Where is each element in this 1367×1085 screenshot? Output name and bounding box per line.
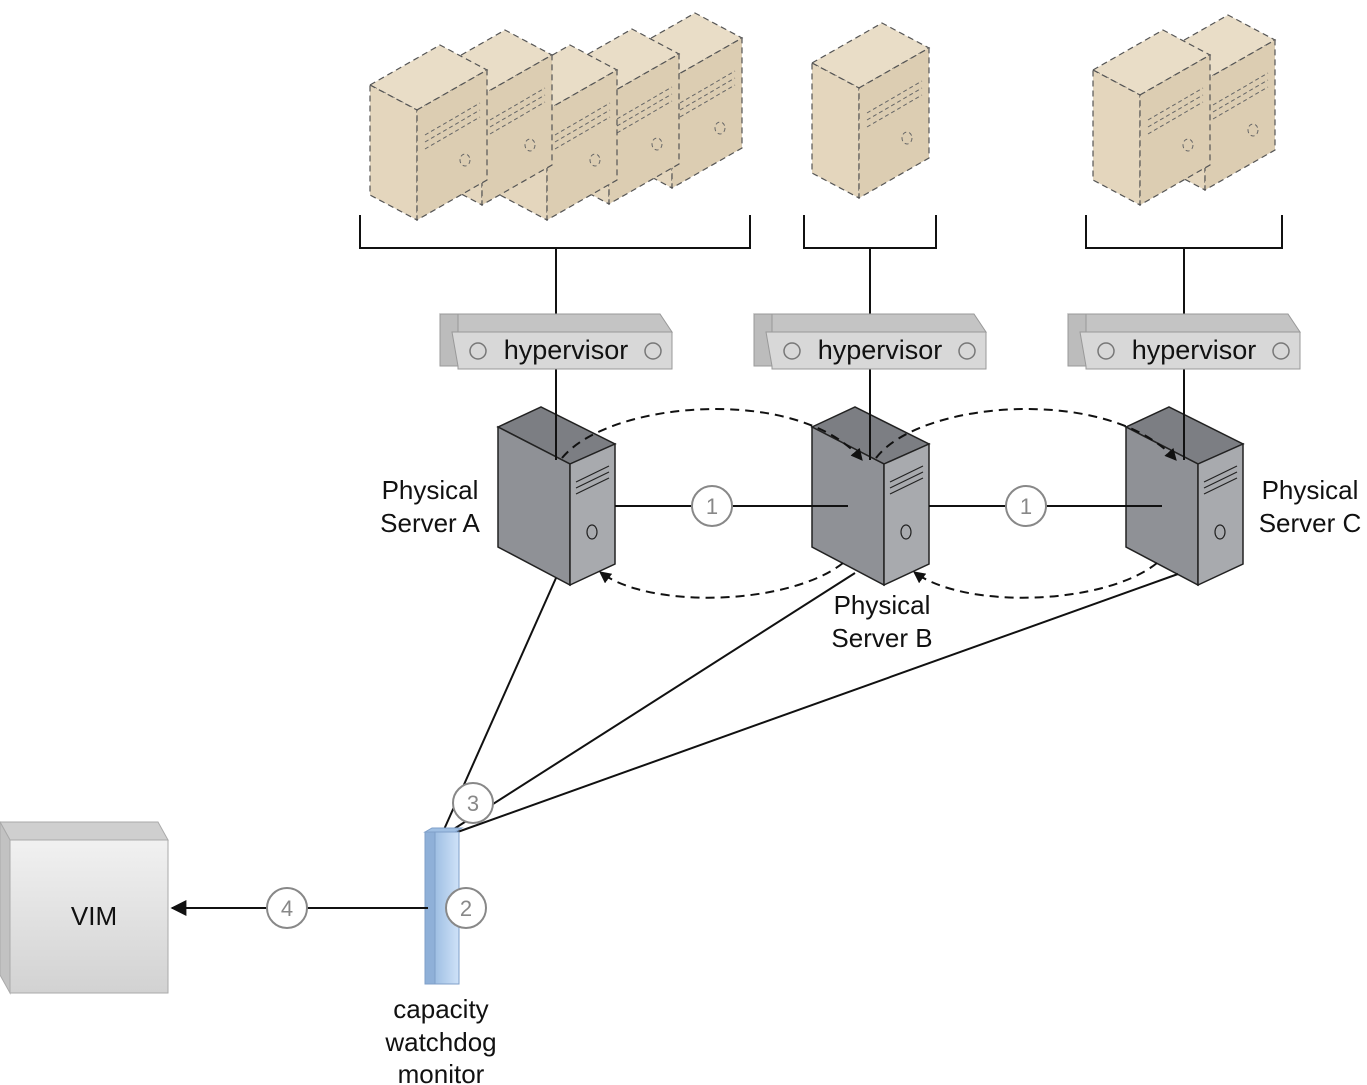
vm-group-a [369,12,743,221]
arc-a-to-b [561,408,863,461]
step-4-badge: 4 [266,887,308,929]
step-4-label: 4 [281,896,293,921]
server-a-label-line1: Physical [382,475,479,505]
feed-b [445,572,856,835]
vm-b1 [811,22,930,199]
step-3-label: 3 [467,791,479,816]
step-1a-label: 1 [706,494,718,519]
vm-group-c [1092,14,1276,206]
vm-group-b [811,22,930,199]
bracket-c [1085,215,1283,249]
vim-box: VIM [0,820,169,995]
server-b-label-line1: Physical [834,590,931,620]
step-1b-badge: 1 [1005,485,1047,527]
bracket-b [803,215,937,249]
step-1a-badge: 1 [691,485,733,527]
arc-c-to-b [913,562,1158,599]
hypervisor-c: hypervisor [1067,313,1301,370]
step-2-badge: 2 [445,887,487,929]
hypervisor-a: hypervisor [439,313,673,370]
hypervisor-b: hypervisor [753,313,987,370]
server-b-label-line2: Server B [831,623,932,653]
hypervisor-b-label: hypervisor [818,335,943,365]
server-c-label-line2: Server C [1259,508,1362,538]
step-3-badge: 3 [452,782,494,824]
arc-b-to-a [599,562,844,599]
monitor-label-line1: capacity [393,994,488,1024]
arc-b-to-c [875,408,1177,461]
server-a-label-line2: Server A [380,508,480,538]
step-1b-label: 1 [1020,494,1032,519]
monitor-feeds [441,572,1179,835]
migration-arcs [561,408,1177,599]
bracket-a [359,215,751,249]
hypervisor-a-label: hypervisor [504,335,629,365]
vim-label: VIM [71,901,117,931]
step-2-label: 2 [460,896,472,921]
feed-c [451,573,1179,835]
server-c-label-line1: Physical [1262,475,1359,505]
monitor-label-line3: monitor [398,1059,485,1085]
hypervisor-c-label: hypervisor [1132,335,1257,365]
monitor-label-line2: watchdog [384,1027,496,1057]
